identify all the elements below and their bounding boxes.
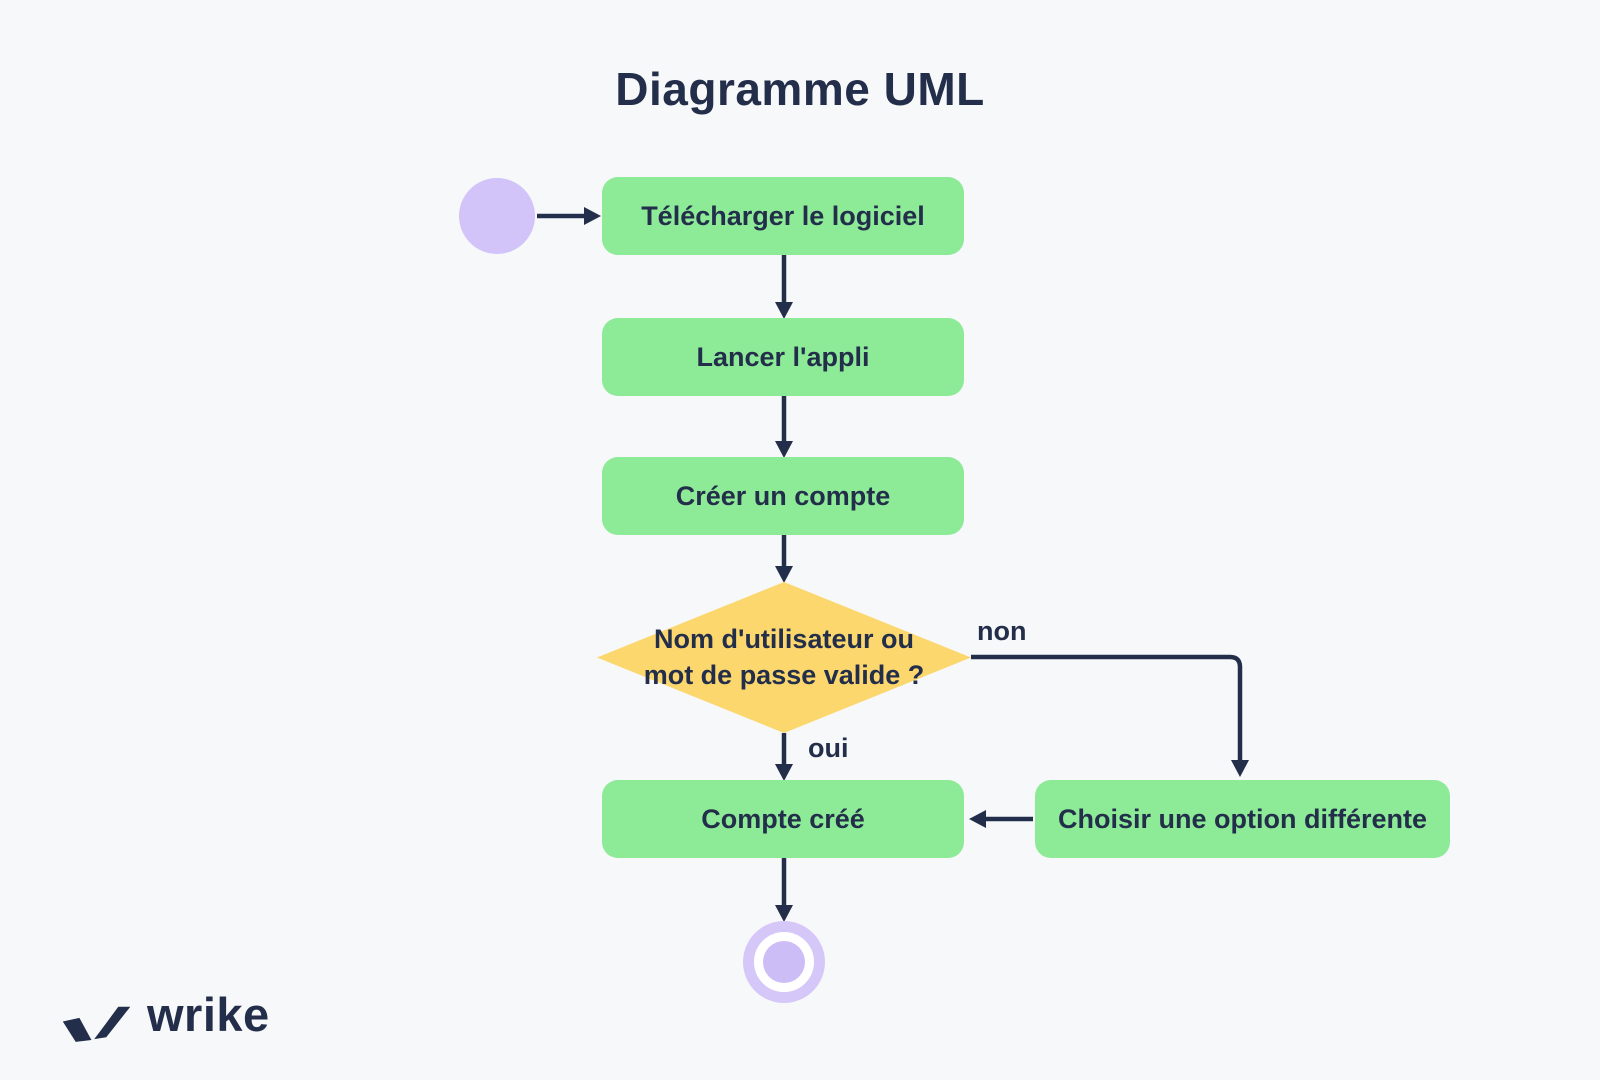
action-node-download-label: Télécharger le logiciel (641, 200, 925, 231)
brand-name: wrike (147, 987, 270, 1041)
action-node-create-account: Créer un compte (602, 457, 964, 535)
start-node-circle (459, 178, 535, 254)
action-node-choose-other-option: Choisir une option différente (1035, 780, 1450, 858)
edge-label-non: non (977, 616, 1027, 646)
edge-decision-choose (971, 654, 1243, 760)
arrowhead-created-end (775, 905, 793, 922)
action-node-create-account-label: Créer un compte (675, 480, 891, 511)
arrowhead-decision-choose (1231, 760, 1249, 777)
action-node-account-created: Compte créé (602, 780, 964, 858)
action-node-launch-app-label: Lancer l'appli (696, 341, 870, 372)
arrowhead-choose-created (969, 810, 986, 828)
edge-label-oui: oui (808, 733, 849, 763)
action-node-account-created-label: Compte créé (701, 803, 865, 834)
arrowhead-start-download (584, 207, 601, 225)
end-node-circle (743, 921, 825, 1003)
decision-node-label: Nom d'utilisateur ou mot de passe valide… (643, 624, 925, 690)
arrowhead-launch-create (775, 441, 793, 458)
action-node-launch-app: Lancer l'appli (602, 318, 964, 396)
brand-footer: wrike (60, 988, 270, 1044)
arrowhead-create-decision (775, 566, 793, 583)
action-node-choose-other-option-label: Choisir une option différente (1058, 803, 1427, 834)
page-title: Diagramme UML (615, 63, 985, 115)
arrowhead-decision-created (775, 764, 793, 781)
action-node-download: Télécharger le logiciel (602, 177, 964, 255)
decision-node-credentials-valid: Nom d'utilisateur ou mot de passe valide… (597, 582, 971, 733)
wrike-logo-icon (62, 1006, 131, 1042)
end-node-core (763, 941, 805, 983)
arrowhead-download-launch (775, 302, 793, 319)
